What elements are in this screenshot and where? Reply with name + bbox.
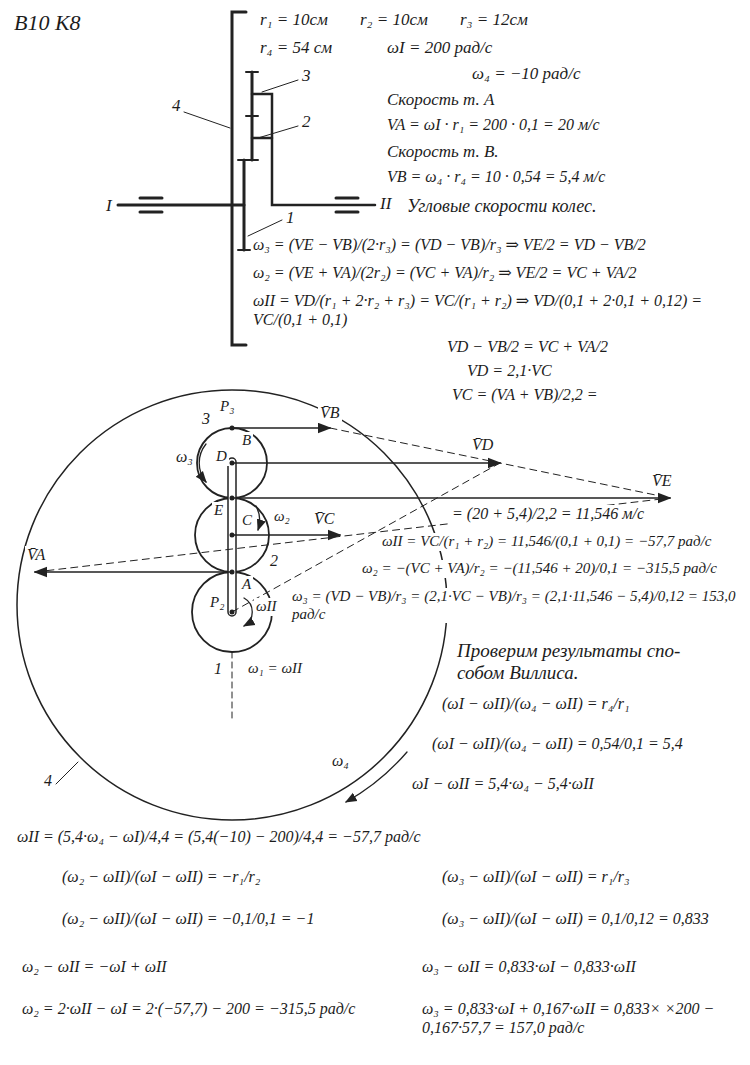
carrier-link [228, 458, 236, 616]
shaft-label: I [104, 196, 114, 216]
callout-number: 4 [42, 772, 54, 791]
equation: (ω₂ − ωII)/(ωI − ωII) = −r₁/r₂ [60, 868, 262, 887]
rotation-arrow [346, 752, 407, 802]
equation: ω₂ = (VE + VA)/(2r₂) = (VC + VA)/r₂ ⇒ VE… [251, 264, 745, 283]
section-heading: Угловые скорости колес. [405, 196, 599, 217]
equation: ω₃ = 0,833·ωI + 0,167·ωII = 0,833× ×200 … [420, 1000, 744, 1038]
gear-teeth [246, 72, 258, 160]
point-label: B [240, 432, 253, 450]
leader-line [56, 762, 78, 784]
callout-number: 4 [170, 96, 183, 116]
equation: ωII = (5,4·ω₄ − ωI)/4,4 = (5,4(−10) − 20… [15, 828, 423, 847]
angular-velocity-label: ωII [254, 598, 279, 616]
section-heading: Скорость т. A [385, 90, 496, 110]
equation: (ωI − ωII)/(ω₄ − ωII) = r₄/r₁ [440, 695, 632, 714]
given-value: r₂ = 10см [358, 10, 430, 30]
equation: ω₂ − ωII = −ωI + ωII [20, 958, 169, 977]
angular-velocity-label: ω₁ = ωII [246, 660, 304, 678]
equation: ω₃ − ωII = 0,833·ωI − 0,833·ωII [420, 958, 638, 977]
velocity-vector [232, 534, 340, 536]
equation: VC = (VA + VB)/2,2 = [450, 386, 600, 405]
angular-velocity-label: ω₂ [272, 508, 292, 526]
callout-number: 2 [300, 112, 313, 132]
ring-gear [232, 12, 246, 345]
velocity-distribution-line [35, 428, 670, 612]
equation: (ω₂ − ωII)/(ωI − ωII) = −0,1/0,1 = −1 [60, 910, 316, 929]
vector-label: V̄B [318, 404, 342, 423]
velocity-vector [232, 427, 330, 429]
vector-label: V̄A [25, 546, 47, 565]
equation: (ω₃ − ωII)/(ωI − ωII) = 0,1/0,12 = 0,833 [440, 910, 711, 929]
vector-label: V̄D [470, 436, 495, 455]
angular-velocity-label: ω₃ [174, 448, 195, 467]
equation: VD − VB/2 = VC + VA/2 [445, 338, 610, 357]
given-value: r₁ = 10см [258, 10, 330, 30]
vector-label: V̄E [650, 472, 674, 491]
point-label: C [240, 512, 254, 530]
equation: ω₂ = 2·ωII − ωI = 2·(−57,7) − 200 = −315… [20, 1000, 357, 1019]
equation: ωI − ωII = 5,4·ω₄ − 5,4·ωII [410, 775, 596, 794]
section-heading: Проверим результаты спо- собом Виллиса. [455, 640, 694, 685]
point-label: A [240, 576, 253, 594]
point-label: D [214, 448, 229, 466]
angular-velocity-label: ω₄ [330, 752, 351, 771]
equation: (ωI − ωII)/(ω₄ − ωII) = 0,54/0,1 = 5,4 [430, 735, 685, 754]
callout-number: 3 [300, 66, 313, 86]
equation: = (20 + 5,4)/2,2 = 11,546 м/с [450, 505, 646, 524]
section-heading: Скорость т. B. [385, 142, 501, 162]
gear-teeth [238, 160, 250, 250]
shaft-label: II [378, 194, 393, 214]
velocity-vector [35, 571, 232, 573]
rotation-arrow [244, 598, 252, 626]
callout-number: 1 [284, 208, 297, 228]
velocity-vector [232, 462, 500, 464]
given-value: ωI = 200 рад/с [385, 38, 494, 58]
equation: ω₃ = (VE − VB)/(2·r₃) = (VD − VB)/r₃ ⇒ V… [251, 236, 745, 255]
rotation-arrow [256, 506, 260, 530]
carrier-shaft [252, 94, 375, 205]
equation: VA = ωI · r₁ = 200 · 0,1 = 20 м/с [385, 116, 602, 135]
point-label: E [212, 502, 225, 520]
vector-label: V̄C [312, 510, 336, 529]
variant-code: B10 K8 [12, 10, 83, 36]
leader-line [184, 80, 298, 236]
rotation-arrow [199, 444, 206, 482]
sun-gear [243, 160, 246, 250]
callout-number: 3 [200, 410, 212, 429]
point-dots [230, 426, 235, 615]
point-label: P₂ [208, 594, 226, 612]
equation: ω₃ = (VD − VB)/r₃ = (2,1·VC − VB)/r₃ = (… [290, 588, 744, 623]
equation: (ω₃ − ωII)/(ωI − ωII) = r₁/r₃ [440, 868, 632, 887]
equation: ω₂ = −(VC + VA)/r₂ = −(11,546 + 20)/0,1 … [360, 560, 719, 578]
equation: VB = ω₄ · r₄ = 10 · 0,54 = 5,4 м/с [385, 168, 607, 187]
given-value: r₃ = 12см [458, 10, 530, 30]
equation: VD = 2,1·VC [465, 362, 554, 381]
given-value: ω₄ = −10 рад/с [470, 64, 582, 84]
equation: ωII = VD/(r₁ + 2·r₂ + r₃) = VC/(r₁ + r₂)… [251, 292, 745, 330]
given-value: r₄ = 54 см [258, 38, 334, 58]
point-label: P₃ [218, 398, 236, 416]
equation: ωII = VC/(r₁ + r₂) = 11,546/(0,1 + 0,1) … [380, 533, 713, 551]
input-shaft [118, 204, 244, 207]
callout-number: 1 [212, 660, 224, 679]
callout-number: 2 [268, 552, 280, 571]
center-line [232, 652, 233, 720]
velocity-vector [232, 497, 670, 499]
